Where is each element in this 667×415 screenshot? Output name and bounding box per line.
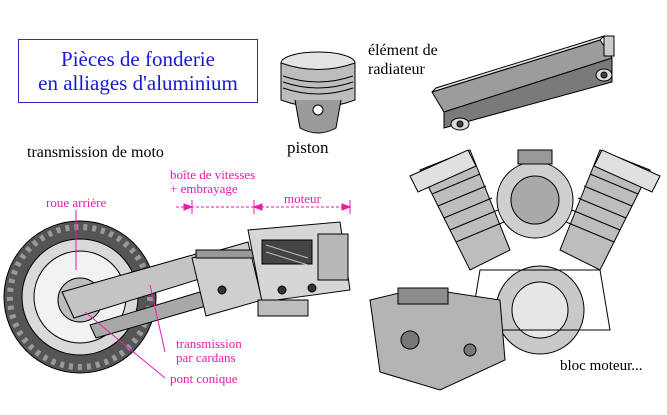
piston-illustration — [280, 51, 356, 134]
piston-label: piston — [287, 138, 329, 157]
engine-block-label: bloc moteur... — [560, 358, 643, 374]
rear-wheel-callout: roue arrière — [46, 195, 107, 210]
callout-lines — [75, 200, 352, 379]
cardan-callout: transmission par cardans — [176, 337, 242, 365]
title-line-1: Pièces de fonderie — [61, 47, 215, 71]
moto-transmission-label: transmission de moto — [27, 144, 164, 161]
title-line-2: en alliages d'aluminium — [38, 71, 238, 95]
title-box: Pièces de fonderie en alliages d'alumini… — [18, 39, 258, 103]
gearbox-callout-line-1: boîte de vitesses — [170, 167, 256, 182]
bevel-gear-callout: pont conique — [170, 371, 238, 386]
radiator-label-line-1: élément de — [368, 42, 438, 59]
radiator-label: élément de radiateur — [368, 41, 438, 79]
transmission-illustration — [3, 220, 351, 374]
motor-callout: moteur — [284, 191, 321, 206]
gearbox-callout: boîte de vitesses + embrayage — [170, 168, 255, 196]
engine-block-illustration — [369, 149, 661, 391]
radiator-illustration — [431, 35, 615, 131]
cardan-callout-line-2: par cardans — [176, 350, 236, 365]
gearbox-callout-line-2: + embrayage — [170, 181, 238, 196]
cardan-callout-line-1: transmission — [176, 336, 242, 351]
radiator-label-line-2: radiateur — [368, 61, 425, 78]
